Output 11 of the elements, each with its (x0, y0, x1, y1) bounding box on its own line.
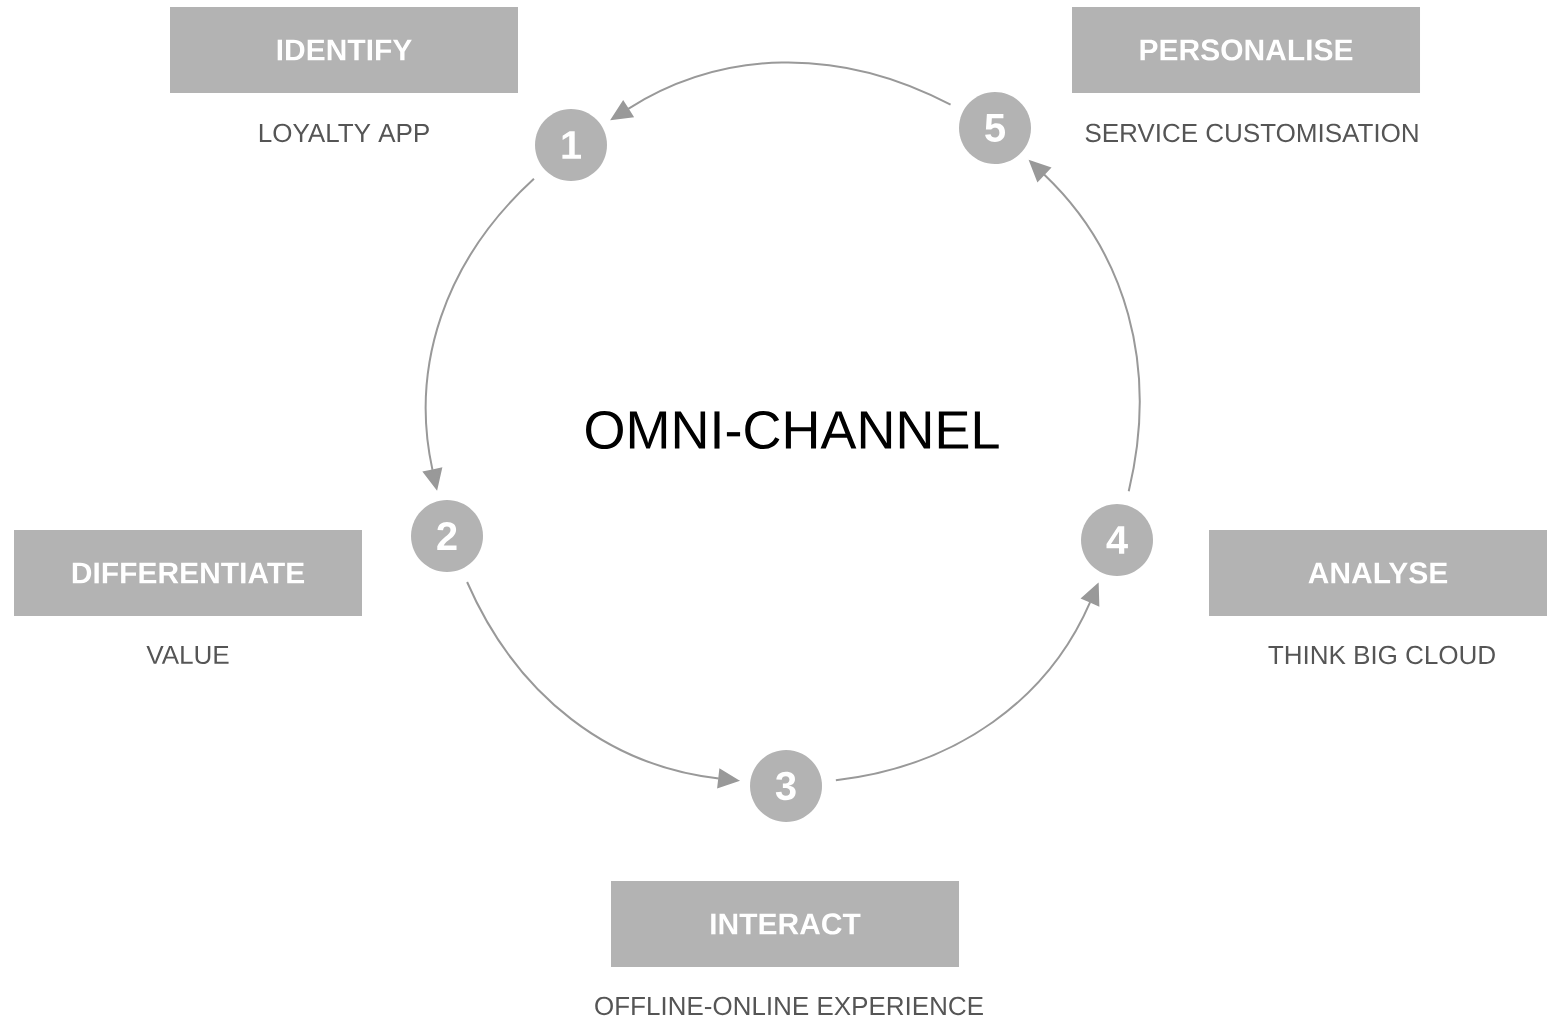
stage-box: INTERACT (611, 881, 959, 967)
stage-box: PERSONALISE (1072, 7, 1420, 93)
subtitle: SERVICE CUSTOMISATION (1085, 123, 1418, 143)
subtitle: LOYALTY APP (259, 123, 429, 143)
stage-box: ANALYSE (1209, 530, 1547, 616)
stage-box: IDENTIFY (170, 7, 518, 93)
subtitle: THINK BIG CLOUD (1268, 645, 1495, 665)
center-title: OMNI-CHANNEL (586, 410, 999, 450)
subtitle: OFFLINE-ONLINE EXPERIENCE (595, 996, 983, 1016)
subtitle: VALUE (146, 645, 229, 665)
stage-box: DIFFERENTIATE (14, 530, 362, 616)
